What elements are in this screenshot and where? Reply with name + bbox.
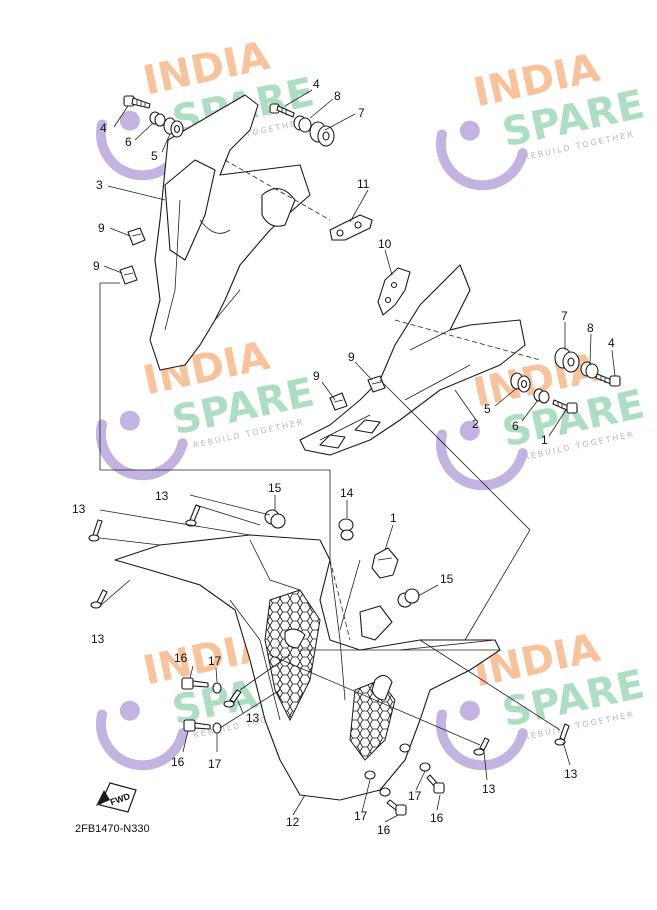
callout-label: 7 xyxy=(358,106,365,120)
callout-label: 17 xyxy=(354,809,368,823)
grommet-14 xyxy=(338,518,354,541)
callout-numbers: 4 6 5 4 8 7 3 11 9 9 10 7 8 4 9 9 5 6 1 … xyxy=(72,77,615,837)
callout-label: 4 xyxy=(608,336,615,350)
gear-icon xyxy=(119,700,140,721)
callout-label: 15 xyxy=(268,481,282,495)
callout-label: 13 xyxy=(482,782,496,796)
wrench-icon xyxy=(95,709,188,771)
collar-6-upper-left xyxy=(149,111,166,127)
clip-9-d xyxy=(367,375,386,393)
callout-label: 13 xyxy=(155,489,169,503)
grommet-15-right xyxy=(397,588,420,608)
fwd-arrow: FWD xyxy=(96,782,137,813)
callout-label: 14 xyxy=(340,486,354,500)
wrench-icon xyxy=(435,709,528,771)
washer-17-b xyxy=(212,722,222,734)
grommet-5-right xyxy=(510,372,531,393)
callout-label: 6 xyxy=(512,419,519,433)
gear-icon xyxy=(459,700,480,721)
callout-label: 11 xyxy=(357,177,370,191)
wrench-icon xyxy=(435,429,528,491)
callout-label: 8 xyxy=(334,89,341,103)
wrench-icon xyxy=(435,129,528,191)
grommet-7-upper xyxy=(309,121,335,147)
callout-label: 3 xyxy=(96,178,103,192)
callout-label: 17 xyxy=(208,757,222,771)
collar-8-right xyxy=(580,361,599,379)
bracket-10 xyxy=(377,267,411,316)
callout-label: 4 xyxy=(313,77,320,91)
watermark-logo: INDIA SPARE REBUILD TOGETHER xyxy=(435,45,648,191)
screw-13-e xyxy=(473,737,490,756)
washer-17-d xyxy=(379,787,391,797)
washer-17-c xyxy=(364,770,376,780)
callout-label: 13 xyxy=(564,767,578,781)
wrench-icon xyxy=(95,419,188,481)
clip-9-a xyxy=(127,227,146,246)
screw-13-b xyxy=(185,504,201,527)
clip-9-c xyxy=(329,392,348,411)
callout-label: 4 xyxy=(100,121,107,135)
screw-13-c xyxy=(90,589,108,609)
callout-label: 12 xyxy=(286,815,300,829)
callout-label: 16 xyxy=(171,755,185,769)
washer-17-e xyxy=(419,762,431,772)
callout-label: 8 xyxy=(587,321,594,335)
callout-label: 6 xyxy=(125,135,132,149)
callout-label: 5 xyxy=(151,149,158,163)
washer-17-f xyxy=(399,743,411,753)
callout-label: 7 xyxy=(561,309,568,323)
callout-label: 9 xyxy=(348,350,355,364)
callout-label: 16 xyxy=(377,823,391,837)
callout-label: 1 xyxy=(390,511,397,525)
lower-cowl xyxy=(114,534,501,801)
gear-icon xyxy=(459,120,480,141)
callout-label: 17 xyxy=(208,654,222,668)
grommet-15-upper xyxy=(264,509,286,529)
bolt-16-b xyxy=(183,719,211,732)
watermark-logo: INDIA SPARE REBUILD TOGETHER xyxy=(95,333,318,481)
forward-arrow-icon xyxy=(99,782,137,813)
callout-label: 1 xyxy=(541,433,548,447)
washer-17-a xyxy=(212,682,222,694)
bolt-4-upper-mid xyxy=(269,103,295,118)
clip-9-b xyxy=(119,265,138,285)
callout-label: 2 xyxy=(472,417,479,431)
gear-icon xyxy=(119,110,140,131)
gear-icon xyxy=(119,410,140,431)
bolt-4-upper-left xyxy=(123,95,151,109)
side-panel-right xyxy=(299,264,526,456)
diagram-reference-code: 2FB1470-N330 xyxy=(75,823,150,835)
bolt-16-d xyxy=(426,774,445,794)
gear-icon xyxy=(459,420,480,441)
callout-label: 13 xyxy=(72,502,86,516)
callout-label: 13 xyxy=(91,632,105,646)
callout-label: 5 xyxy=(484,402,491,416)
bracket-11 xyxy=(329,214,373,241)
bolt-16-a xyxy=(181,677,209,690)
screw-13-a xyxy=(88,519,103,542)
screw-13-f xyxy=(554,723,570,746)
callout-label: 16 xyxy=(430,811,444,825)
callout-label: 15 xyxy=(440,572,454,586)
side-panel-left xyxy=(149,94,311,371)
screw-13-d xyxy=(223,689,242,708)
callout-label: 10 xyxy=(378,237,392,251)
leader-lines xyxy=(99,89,616,823)
grommet-5-upper-left xyxy=(163,117,184,138)
callout-label: 13 xyxy=(246,711,260,725)
callout-label: 16 xyxy=(174,651,188,665)
collar-8-upper xyxy=(293,115,312,133)
grommet-7-right xyxy=(554,347,580,373)
bracket-1-lower xyxy=(371,547,399,579)
bolt-16-c xyxy=(386,799,407,816)
arrow-head-icon xyxy=(96,790,110,806)
collar-6-right xyxy=(533,388,550,404)
callout-label: 17 xyxy=(408,789,422,803)
callout-label: 9 xyxy=(313,369,320,383)
bolt-1-right xyxy=(552,399,578,414)
callout-label: 9 xyxy=(93,259,100,273)
callout-label: 9 xyxy=(98,221,105,235)
